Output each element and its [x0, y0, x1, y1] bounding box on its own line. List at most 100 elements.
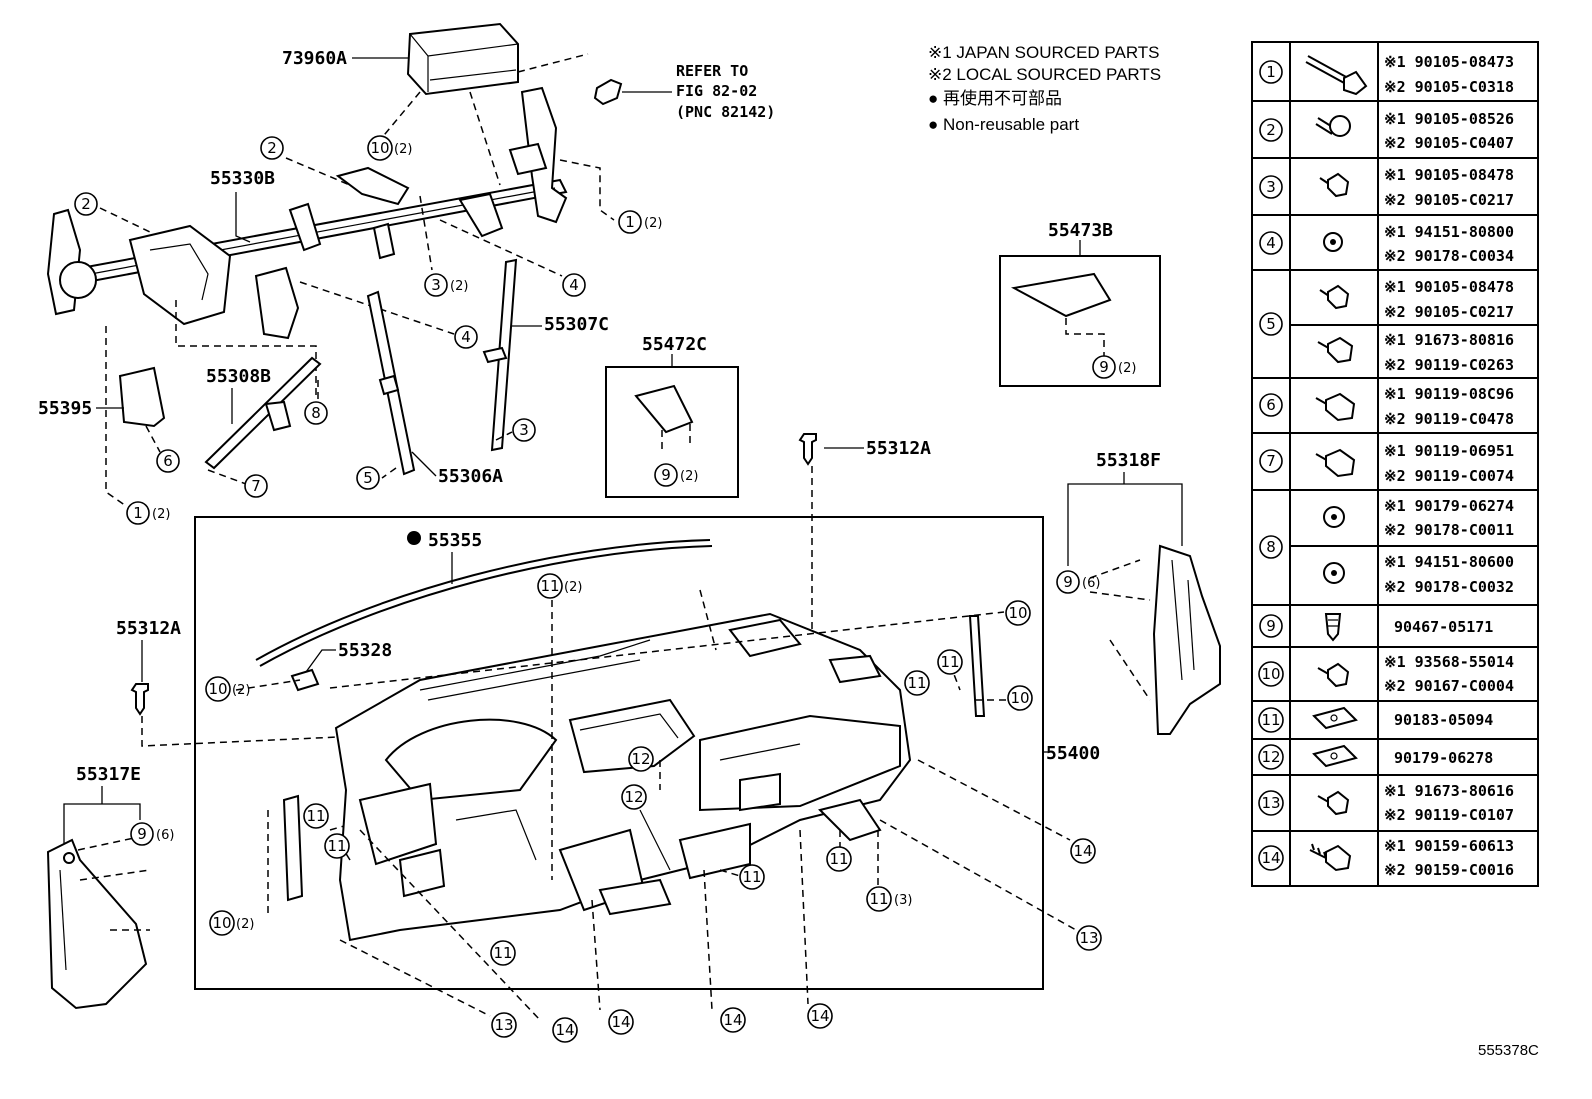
tapping-screw-icon [1309, 843, 1352, 872]
figure-id: 555378C [1478, 1042, 1539, 1059]
legend-non-reusable-en: ● Non-reusable part [928, 115, 1079, 134]
label-55306A: 55306A [438, 466, 503, 487]
label-55473B: 55473B [1048, 220, 1113, 241]
callout-12: 12 [624, 788, 643, 806]
legend-non-reusable-jp: ● 再使用不可部品 [928, 88, 1062, 108]
instrument-panel-reinforcement: 55330B [46, 86, 568, 340]
defroster-strip-55355: 55355 [255, 530, 713, 667]
washer-bolt-icon [1315, 392, 1356, 422]
pn-7a: ※1 90119-06951 [1384, 442, 1514, 460]
callout-14: 14 [611, 1013, 630, 1031]
refer-note: REFER TO FIG 82-02 (PNC 82142) [593, 62, 775, 121]
row-no-14: 14 [1261, 849, 1280, 867]
row-no-11: 11 [1261, 711, 1280, 729]
callout-11: 11 [327, 837, 346, 855]
screw-icon [1317, 790, 1350, 816]
refer-line-1: REFER TO [676, 62, 748, 80]
pn-6a: ※1 90119-08C96 [1384, 385, 1514, 403]
flange-bolt-icon [1315, 115, 1352, 137]
callout-2: 2 [267, 139, 277, 157]
row-no-13: 13 [1261, 794, 1280, 812]
screw-icon [1317, 662, 1350, 688]
callout-qty: (2) [680, 469, 698, 484]
nut-icon [1323, 506, 1346, 528]
label-55355: 55355 [428, 530, 482, 551]
callout-4: 4 [569, 276, 579, 294]
fastener-table: 1 2 3 4 5 6 7 8 9 10 11 12 13 14 [1251, 41, 1539, 887]
pn-3b: ※2 90105-C0217 [1384, 191, 1514, 209]
callout-11: 11 [742, 868, 761, 886]
callout-11: 11 [829, 850, 848, 868]
callout-qty: (2) [450, 279, 468, 294]
row-no-10: 10 [1261, 665, 1280, 683]
legend-japan: ※1 JAPAN SOURCED PARTS [928, 43, 1160, 62]
callout-9: 9 [661, 466, 671, 484]
label-55330B: 55330B [210, 168, 275, 189]
non-reusable-dot [407, 531, 421, 545]
washer-bolt-icon [1315, 448, 1356, 478]
callout-9: 9 [1099, 358, 1109, 376]
pn-10b: ※2 90167-C0004 [1384, 677, 1514, 695]
callout-14: 14 [810, 1007, 829, 1025]
callout-qty: (6) [1082, 576, 1100, 591]
pn-2a: ※1 90105-08526 [1384, 110, 1514, 128]
pn-5d: ※2 90119-C0263 [1384, 356, 1514, 374]
row-no-2: 2 [1266, 121, 1276, 139]
callout-10: 10 [1008, 604, 1027, 622]
row-no-7: 7 [1266, 452, 1276, 470]
label-55312A-top: 55312A [866, 438, 931, 459]
callout-11: 11 [869, 890, 888, 908]
row-no-6: 6 [1266, 396, 1276, 414]
legend: ※1 JAPAN SOURCED PARTS ※2 LOCAL SOURCED … [928, 43, 1161, 134]
passenger-airbag: 73960A [282, 22, 519, 96]
bracket-55395: 55395 [38, 366, 166, 428]
pn-4b: ※2 90178-C0034 [1384, 247, 1514, 265]
callout-9: 9 [137, 825, 147, 843]
callout-6: 6 [163, 452, 173, 470]
callout-qty: (2) [644, 216, 662, 231]
instrument-panel-body [334, 612, 912, 942]
callout-14: 14 [555, 1021, 574, 1039]
part-55328: 55328 [290, 640, 392, 692]
label-55395: 55395 [38, 398, 92, 419]
callout-11: 11 [907, 674, 926, 692]
clip-icon [1324, 613, 1342, 642]
row-no-1: 1 [1266, 63, 1276, 81]
label-55312A-left: 55312A [116, 618, 181, 639]
pn-10a: ※1 93568-55014 [1384, 653, 1514, 671]
callout-qty: (2) [232, 683, 250, 698]
callout-14: 14 [723, 1011, 742, 1029]
side-brace-left [282, 794, 304, 902]
callout-qty: (6) [156, 828, 174, 843]
callouts: 1 (2) 1 (2) 2 2 10 (2) 3 (2) 4 4 3 5 6 7 [74, 135, 1136, 1043]
callout-13: 13 [1079, 929, 1098, 947]
callout-5: 5 [363, 469, 373, 487]
row-no-12: 12 [1261, 748, 1280, 766]
callout-10: 10 [1010, 689, 1029, 707]
pn-14b: ※2 90159-C0016 [1384, 861, 1514, 879]
pn-5a: ※1 90105-08478 [1384, 278, 1514, 296]
pn-5b: ※2 90105-C0217 [1384, 303, 1514, 321]
callout-7: 7 [251, 477, 261, 495]
callout-1: 1 [133, 504, 143, 522]
callout-11: 11 [940, 653, 959, 671]
label-55328: 55328 [338, 640, 392, 661]
instrument-panel-box [194, 516, 1044, 990]
pn-14a: ※1 90159-60613 [1384, 837, 1514, 855]
label-55308B: 55308B [206, 366, 271, 387]
refer-line-3: (PNC 82142) [676, 103, 775, 121]
legend-local: ※2 LOCAL SOURCED PARTS [928, 65, 1161, 84]
row-no-8: 8 [1266, 538, 1276, 556]
callout-1: 1 [625, 213, 635, 231]
row-no-5: 5 [1266, 315, 1276, 333]
callout-4: 4 [461, 328, 471, 346]
pn-4a: ※1 94151-80800 [1384, 223, 1514, 241]
callout-11: 11 [493, 944, 512, 962]
pn-13a: ※1 91673-80616 [1384, 782, 1514, 800]
callout-10: 10 [212, 914, 231, 932]
cover-55473B-box: 55473B [999, 220, 1161, 387]
cover-55472C-box: 55472C [605, 334, 739, 498]
clip-55312A-top: 55312A [798, 433, 931, 466]
label-55307C: 55307C [544, 314, 609, 335]
pn-7b: ※2 90119-C0074 [1384, 467, 1514, 485]
